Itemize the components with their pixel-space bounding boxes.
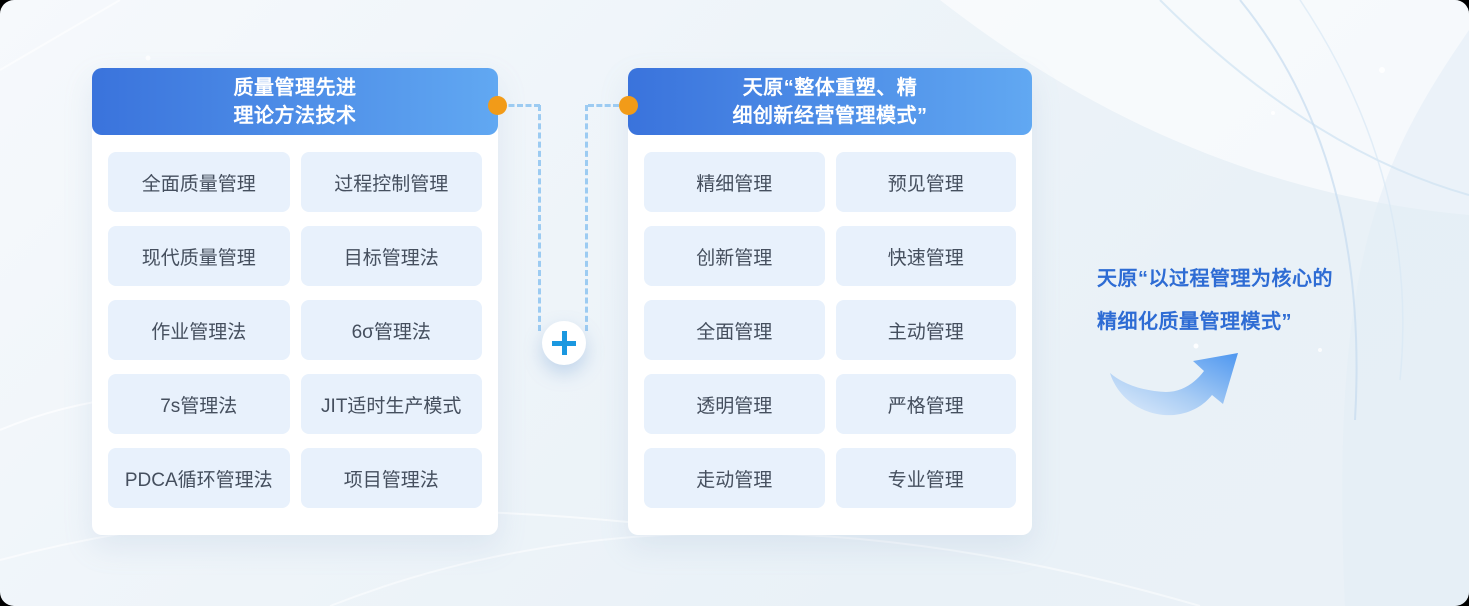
left-panel-header-line2: 理论方法技术 [233,104,357,127]
result-text: 天原“以过程管理为核心的 精细化质量管理模式” [1097,258,1333,344]
list-item: 专业管理 [835,448,1016,508]
result-text-line1: 天原“以过程管理为核心的 [1097,268,1333,290]
list-item: 透明管理 [644,374,825,434]
orange-dot [619,96,638,115]
list-item: 预见管理 [835,152,1016,212]
plus-icon [552,331,576,355]
list-item: 主动管理 [835,300,1016,360]
list-item: 全面管理 [644,300,825,360]
list-item: 目标管理法 [300,226,482,286]
list-item: 6σ管理法 [300,300,482,360]
list-item: 作业管理法 [108,300,290,360]
right-panel-header-line1: 天原“整体重塑、精 [742,76,918,99]
orange-dot [488,96,507,115]
left-panel: 质量管理先进 理论方法技术 全面质量管理 过程控制管理 现代质量管理 目标管理法… [92,68,498,535]
list-item: 快速管理 [835,226,1016,286]
plus-badge [542,321,586,365]
left-panel-cells: 全面质量管理 过程控制管理 现代质量管理 目标管理法 作业管理法 6σ管理法 7… [92,135,498,508]
list-item: 严格管理 [835,374,1016,434]
list-item: 现代质量管理 [108,226,290,286]
dashed-connector-line [500,104,540,107]
dashed-connector-line [538,105,541,331]
dashed-connector-line [585,105,588,331]
list-item: PDCA循环管理法 [108,448,290,508]
list-item: JIT适时生产模式 [300,374,482,434]
list-item: 走动管理 [644,448,825,508]
left-panel-header-line1: 质量管理先进 [233,76,357,99]
right-panel-cells: 精细管理 预见管理 创新管理 快速管理 全面管理 主动管理 透明管理 严格管理 … [628,135,1032,508]
left-panel-header: 质量管理先进 理论方法技术 [92,68,498,135]
result-text-line2: 精细化质量管理模式” [1097,311,1292,333]
list-item: 全面质量管理 [108,152,290,212]
right-panel-header-line2: 细创新经营管理模式” [732,104,928,127]
dashed-connector-line [588,104,619,107]
trend-up-arrow-icon [1098,333,1248,438]
list-item: 创新管理 [644,226,825,286]
right-panel: 天原“整体重塑、精 细创新经营管理模式” 精细管理 预见管理 创新管理 快速管理… [628,68,1032,535]
list-item: 过程控制管理 [300,152,482,212]
list-item: 7s管理法 [108,374,290,434]
right-panel-header: 天原“整体重塑、精 细创新经营管理模式” [628,68,1032,135]
list-item: 精细管理 [644,152,825,212]
list-item: 项目管理法 [300,448,482,508]
